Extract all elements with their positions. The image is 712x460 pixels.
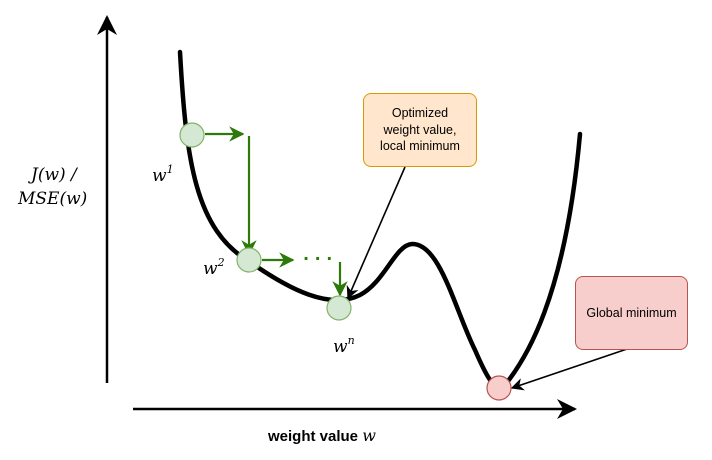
- y-axis-label-line1: J(w) /: [28, 165, 79, 185]
- label-wn: wn: [333, 334, 355, 357]
- label-w2: w2: [203, 256, 225, 279]
- step-ellipsis: · · ·: [303, 249, 332, 268]
- local-min-pointer-arrow: [346, 166, 406, 300]
- local-minimum-callout: Optimized weight value, local minimum: [363, 93, 477, 167]
- global-min-pointer-arrow: [510, 347, 631, 391]
- y-axis-label-line2: MSE(w): [17, 189, 87, 209]
- global-minimum-callout: Global minimum: [575, 276, 688, 350]
- point-wn: [326, 295, 352, 321]
- x-axis-label: weight value w: [267, 426, 376, 445]
- point-global-minimum: [486, 375, 512, 401]
- point-w1: [179, 122, 205, 148]
- loss-curve: [177, 49, 583, 389]
- label-w1: w1: [152, 163, 174, 186]
- point-w2: [236, 247, 262, 273]
